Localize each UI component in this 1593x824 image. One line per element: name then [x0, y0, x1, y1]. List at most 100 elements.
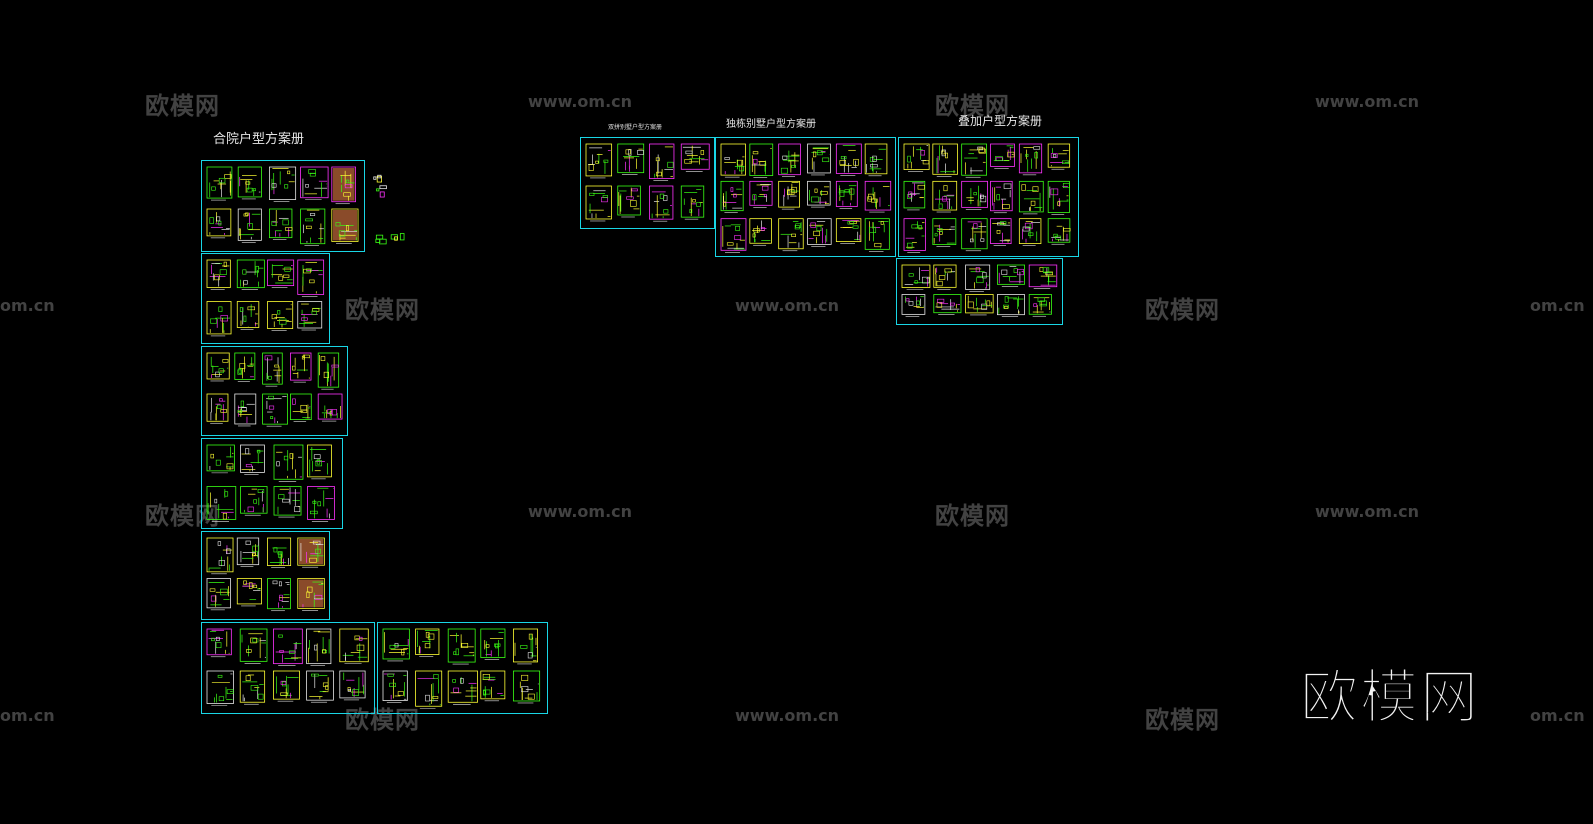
- cad-fragment: [376, 175, 382, 183]
- drawing-sheet[interactable]: [201, 346, 348, 436]
- floor-plan: [331, 166, 356, 205]
- floor-plan: [267, 537, 292, 568]
- floor-plan: [290, 393, 312, 422]
- floor-plan: [749, 143, 774, 178]
- floor-plan: [206, 486, 237, 522]
- floor-plan: [961, 143, 987, 178]
- floor-plan: [206, 578, 231, 611]
- floor-plan: [206, 670, 234, 706]
- watermark-brand: 欧模网: [1145, 296, 1220, 324]
- watermark-url: www.om.cn: [528, 502, 633, 521]
- floor-plan: [617, 143, 645, 175]
- watermark-url: om.cn: [1530, 296, 1585, 315]
- floor-plan: [240, 444, 265, 475]
- floor-plan: [720, 143, 746, 178]
- floor-plan: [267, 259, 295, 288]
- floor-plan: [997, 294, 1025, 317]
- cad-fragment: [377, 174, 382, 179]
- floor-plan: [273, 486, 302, 518]
- floor-plan: [234, 352, 256, 382]
- floor-plan: [382, 670, 408, 703]
- floor-plan: [300, 208, 326, 247]
- floor-plan: [206, 259, 231, 290]
- floor-plan: [903, 143, 930, 172]
- floor-plan: [778, 180, 801, 210]
- floor-plan: [961, 180, 988, 210]
- drawing-sheet[interactable]: [377, 622, 548, 714]
- floor-plan: [480, 628, 506, 660]
- watermark-brand: 欧模网: [345, 296, 420, 324]
- floor-plan: [649, 185, 674, 222]
- watermark-url: www.om.cn: [735, 706, 840, 725]
- drawing-sheet[interactable]: [201, 531, 330, 620]
- floor-plan: [307, 444, 332, 480]
- floor-plan: [206, 208, 232, 239]
- floor-plan: [480, 670, 506, 702]
- floor-plan: [835, 218, 862, 244]
- drawing-sheet[interactable]: [580, 137, 715, 229]
- floor-plan: [236, 578, 262, 607]
- floor-plan: [835, 143, 862, 176]
- floor-plan: [1028, 294, 1052, 317]
- floor-plan: [317, 352, 340, 390]
- floor-plan: [236, 537, 260, 567]
- floor-plan: [206, 628, 232, 658]
- floor-plan: [236, 301, 260, 330]
- watermark-url: om.cn: [0, 706, 55, 725]
- floor-plan: [415, 670, 443, 709]
- floor-plan: [239, 628, 268, 664]
- floor-plan: [749, 180, 773, 208]
- floor-plan: [680, 185, 705, 220]
- floor-plan: [290, 352, 312, 383]
- floor-plan: [990, 218, 1012, 246]
- floor-plan: [317, 393, 343, 422]
- floor-plan: [273, 628, 303, 666]
- floor-plan: [1047, 218, 1071, 245]
- floor-plan: [720, 218, 747, 253]
- floor-plan: [903, 218, 926, 253]
- floor-plan: [512, 628, 538, 665]
- floor-plan: [1018, 218, 1042, 246]
- watermark-url: www.om.cn: [1315, 92, 1420, 111]
- floor-plan: [1018, 180, 1044, 215]
- floor-plan: [206, 301, 232, 337]
- floor-plan: [206, 537, 234, 575]
- drawing-sheet[interactable]: [201, 438, 343, 529]
- detached-drawing[interactable]: [370, 232, 406, 246]
- floor-plan: [1047, 180, 1070, 215]
- floor-plan: [297, 578, 325, 611]
- floor-plan: [415, 628, 440, 657]
- floor-plan: [206, 393, 229, 424]
- floor-plan: [585, 143, 613, 179]
- drawing-sheet[interactable]: [896, 258, 1063, 325]
- drawing-sheet[interactable]: [201, 253, 330, 344]
- floor-plan: [236, 259, 265, 290]
- floor-plan: [932, 180, 958, 213]
- floor-plan: [206, 352, 230, 382]
- villa-group-title: 独栋别墅户型方案册: [726, 119, 816, 130]
- floor-plan: [990, 143, 1015, 169]
- drawing-sheet[interactable]: [898, 137, 1079, 257]
- watermark-url: om.cn: [1530, 706, 1585, 725]
- floor-plan: [297, 537, 325, 568]
- floor-plan: [990, 180, 1013, 214]
- small-sheet-caption: 双拼别墅户型方案册: [608, 124, 663, 131]
- floor-plan: [273, 444, 304, 482]
- floor-plan: [273, 670, 300, 702]
- drawing-sheet[interactable]: [715, 137, 896, 257]
- drawing-sheet[interactable]: [201, 160, 365, 252]
- floor-plan: [512, 670, 541, 704]
- floor-plan: [300, 166, 329, 201]
- courtyard-group-title: 合院户型方案册: [213, 132, 305, 147]
- floor-plan: [447, 628, 476, 665]
- floor-plan: [1028, 264, 1058, 290]
- drawing-sheet[interactable]: [201, 622, 375, 714]
- floor-plan: [864, 218, 890, 252]
- floor-plan: [932, 218, 957, 247]
- floor-plan: [267, 301, 294, 331]
- floor-plan: [617, 185, 641, 218]
- floor-plan: [1018, 143, 1043, 176]
- detached-drawing[interactable]: [373, 167, 387, 199]
- watermark-url: om.cn: [0, 296, 55, 315]
- floor-plan: [933, 294, 962, 316]
